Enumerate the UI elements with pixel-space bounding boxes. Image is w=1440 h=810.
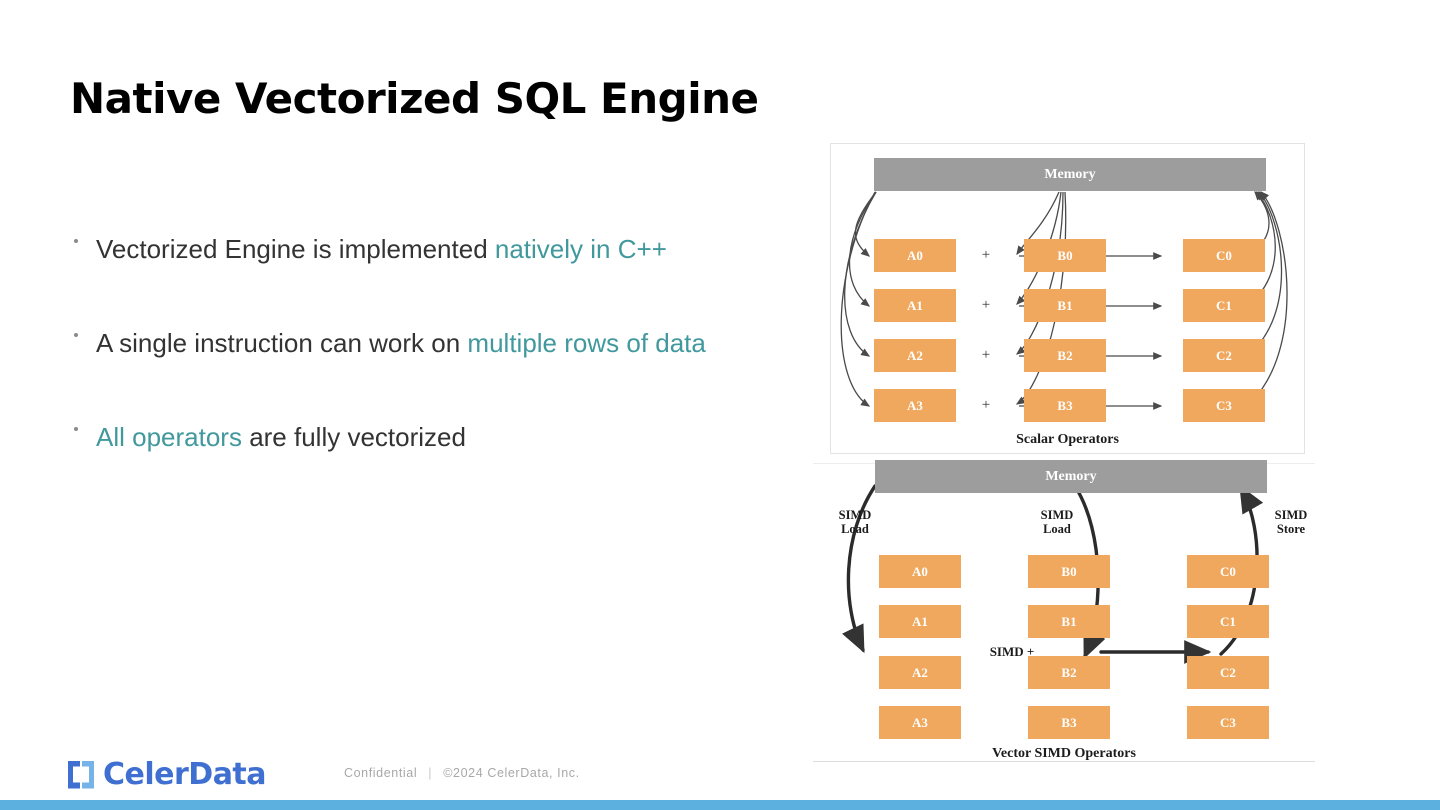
memory-bar: Memory — [874, 158, 1266, 191]
cell-a3: A3 — [874, 389, 956, 422]
celerdata-logo: CelerData — [68, 757, 267, 792]
cell-c0: C0 — [1187, 555, 1269, 588]
logo-wordmark: CelerData — [103, 757, 267, 792]
page-title: Native Vectorized SQL Engine — [70, 74, 759, 123]
footer-note: Confidential | ©2024 CelerData, Inc. — [344, 766, 580, 780]
bullet-segment-plain: are fully vectorized — [241, 422, 466, 452]
simd-load-mid-label: SIMD Load — [1021, 508, 1093, 536]
bottom-accent-bar — [0, 800, 1440, 810]
simd-caption: Vector SIMD Operators — [992, 746, 1136, 761]
simd-store-right-text: SIMD Store — [1274, 508, 1308, 536]
operator-plus-row0: + — [981, 247, 991, 263]
cell-a3: A3 — [879, 706, 961, 739]
bullet-dot-icon — [74, 427, 78, 431]
cell-b1: B1 — [1024, 289, 1106, 322]
bullet-segment-plain: Vectorized Engine is implemented — [96, 234, 495, 264]
bullet-segment-highlight: multiple rows of data — [467, 328, 706, 358]
cell-a0: A0 — [879, 555, 961, 588]
right-bracket-shape — [82, 760, 94, 789]
cell-a0: A0 — [874, 239, 956, 272]
scalar-operators-diagram: Memory A0 A1 A2 A3 + + + + B0 B1 B2 B3 C… — [830, 143, 1305, 454]
list-item: A single instruction can work on multipl… — [68, 320, 728, 366]
bullet-dot-icon — [74, 333, 78, 337]
memory-bar: Memory — [875, 460, 1267, 493]
cell-c0: C0 — [1183, 239, 1265, 272]
cell-c3: C3 — [1183, 389, 1265, 422]
simd-load-left-text: SIMD Load — [838, 508, 872, 536]
simd-load-mid-text: SIMD Load — [1040, 508, 1074, 536]
bullet-segment-highlight: All operators — [96, 422, 242, 452]
simd-operator-label: SIMD + — [989, 644, 1035, 659]
copyright-label: ©2024 CelerData, Inc. — [443, 766, 580, 780]
bullet-text: All operators are fully vectorized — [96, 422, 466, 452]
operator-plus-row3: + — [981, 397, 991, 413]
confidential-label: Confidential — [344, 766, 418, 780]
cell-c2: C2 — [1187, 656, 1269, 689]
cell-b0: B0 — [1024, 239, 1106, 272]
list-item: Vectorized Engine is implemented nativel… — [68, 226, 728, 272]
list-item: All operators are fully vectorized — [68, 414, 728, 460]
cell-c3: C3 — [1187, 706, 1269, 739]
bullet-text: A single instruction can work on multipl… — [96, 328, 706, 358]
bullet-dot-icon — [74, 239, 78, 243]
cell-b2: B2 — [1024, 339, 1106, 372]
bullet-segment-plain: A single instruction can work on — [96, 328, 468, 358]
vector-simd-operators-diagram: Memory SIMD Load SIMD Load SIMD Store A0… — [813, 460, 1315, 762]
operator-plus-row1: + — [981, 297, 991, 313]
brackets-icon — [68, 760, 94, 789]
operator-plus-row2: + — [981, 347, 991, 363]
cell-a1: A1 — [879, 605, 961, 638]
cell-c2: C2 — [1183, 339, 1265, 372]
cell-a2: A2 — [874, 339, 956, 372]
bullet-list: Vectorized Engine is implemented nativel… — [68, 226, 728, 504]
cell-c1: C1 — [1187, 605, 1269, 638]
left-bracket-shape — [68, 760, 80, 789]
cell-b3: B3 — [1028, 706, 1110, 739]
bullet-text: Vectorized Engine is implemented nativel… — [96, 234, 667, 264]
cell-b0: B0 — [1028, 555, 1110, 588]
cell-b2: B2 — [1028, 656, 1110, 689]
scalar-caption: Scalar Operators — [1016, 432, 1119, 447]
bullet-segment-highlight: natively in C++ — [494, 234, 667, 264]
cell-c1: C1 — [1183, 289, 1265, 322]
footer-separator: | — [428, 766, 433, 780]
cell-a2: A2 — [879, 656, 961, 689]
simd-store-right-label: SIMD Store — [1255, 508, 1327, 536]
cell-b3: B3 — [1024, 389, 1106, 422]
cell-a1: A1 — [874, 289, 956, 322]
cell-b1: B1 — [1028, 605, 1110, 638]
simd-load-left-label: SIMD Load — [819, 508, 891, 536]
